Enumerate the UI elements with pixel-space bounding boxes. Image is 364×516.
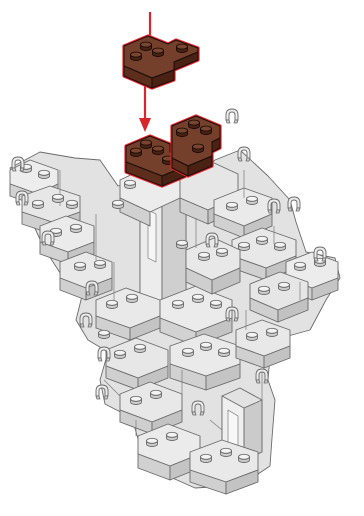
placed-brick-right [172, 116, 220, 176]
falling-brick [124, 36, 198, 88]
